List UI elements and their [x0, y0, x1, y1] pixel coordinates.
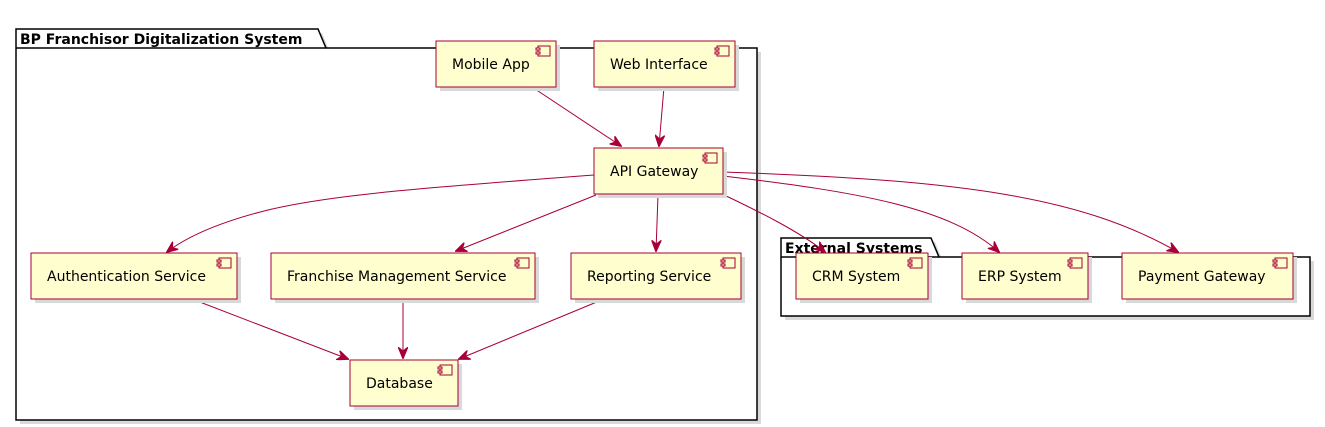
component-icon: [714, 45, 730, 57]
component-icon: [216, 257, 232, 269]
component-box[interactable]: [795, 252, 929, 300]
component-icon: [907, 257, 923, 269]
component-icon: [720, 257, 736, 269]
component-label: Payment Gateway: [1138, 269, 1266, 285]
component-crm[interactable]: CRM System: [795, 252, 932, 303]
component-icon: [437, 364, 453, 376]
arrow-mobile-to-api: [531, 86, 621, 146]
component-icon: [535, 45, 551, 57]
component-label: Mobile App: [452, 57, 530, 73]
component-box[interactable]: [570, 252, 742, 300]
component-mobile[interactable]: Mobile App: [435, 40, 560, 91]
arrow-web-to-api: [659, 86, 664, 146]
arrow-api-to-payment: [722, 171, 1178, 252]
component-payment[interactable]: Payment Gateway: [1121, 252, 1297, 303]
arrow-auth-to-db: [191, 298, 348, 359]
package-frame: [15, 28, 758, 421]
component-reporting[interactable]: Reporting Service: [570, 252, 745, 303]
component-icon: [1067, 257, 1083, 269]
arrow-reporting-to-db: [459, 298, 605, 359]
component-box[interactable]: [270, 252, 536, 300]
arrow-api-to-erp: [722, 175, 999, 252]
component-label: Franchise Management Service: [287, 269, 506, 285]
component-web[interactable]: Web Interface: [593, 40, 739, 91]
component-label: CRM System: [812, 269, 900, 285]
arrow-api-to-auth: [167, 174, 595, 252]
component-label: Reporting Service: [587, 269, 711, 285]
component-icon: [702, 152, 718, 164]
component-box[interactable]: [961, 252, 1089, 300]
component-erp[interactable]: ERP System: [961, 252, 1092, 303]
arrow-api-to-reporting: [656, 194, 658, 251]
component-icon: [1272, 257, 1288, 269]
component-franchise[interactable]: Franchise Management Service: [270, 252, 539, 303]
component-box[interactable]: [30, 252, 238, 300]
edges-layer: [167, 86, 1178, 359]
package-label: BP Franchisor Digitalization System: [20, 32, 302, 48]
component-db[interactable]: Database: [349, 359, 462, 410]
component-label: Web Interface: [610, 57, 708, 73]
component-auth[interactable]: Authentication Service: [30, 252, 241, 303]
component-label: ERP System: [978, 269, 1062, 285]
component-icon: [514, 257, 530, 269]
component-box[interactable]: [1121, 252, 1294, 300]
component-label: API Gateway: [610, 164, 698, 180]
component-api[interactable]: API Gateway: [593, 147, 727, 198]
component-label: Authentication Service: [47, 269, 206, 285]
arrow-api-to-franchise: [456, 194, 597, 251]
package-bp: BP Franchisor Digitalization System: [15, 28, 761, 424]
arrow-api-to-crm: [721, 193, 825, 252]
component-box[interactable]: [593, 147, 724, 195]
component-label: Database: [366, 376, 433, 392]
component-box[interactable]: [593, 40, 736, 88]
